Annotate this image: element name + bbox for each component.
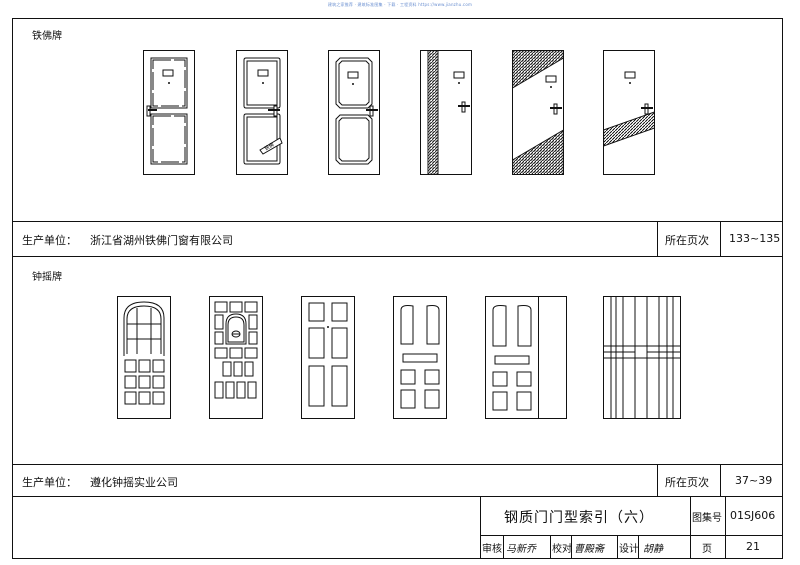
titleblock-left-line — [480, 496, 481, 559]
door-tiefo-3 — [328, 50, 380, 175]
section1-page-range: 133~135 — [729, 232, 781, 245]
titleblock-sub-divider-e — [638, 535, 639, 559]
door-zhongyao-1 — [117, 296, 171, 419]
section2-producer-name: 遵化钟摇实业公司 — [90, 476, 178, 489]
section2-page-label: 所在页次 — [665, 476, 709, 489]
door-tiefo-2: 铁佛 — [236, 50, 288, 175]
section2-row-divider-1 — [657, 464, 658, 496]
section2-brand: 钟摇牌 — [32, 272, 62, 283]
door-tiefo-4 — [420, 50, 472, 175]
review-label: 审核 — [482, 544, 502, 555]
door-tiefo-6 — [603, 50, 655, 175]
atlas-number: 01SJ606 — [730, 509, 776, 522]
section2-page-range: 37~39 — [735, 474, 773, 487]
page-number: 21 — [746, 540, 760, 553]
atlas-label: 图集号 — [692, 513, 722, 524]
drawing-frame — [12, 18, 783, 559]
door-zhongyao-5 — [485, 296, 567, 419]
top-watermark-note: 建筑之家推荐 · 建筑标准图集 · 下载 · 工程资料 https://www.… — [327, 2, 473, 7]
titleblock-mid-line — [480, 535, 783, 536]
drawing-title: 钢质门门型索引（六） — [504, 510, 654, 526]
section2-row-top-line — [12, 464, 783, 465]
door-zhongyao-6 — [603, 296, 681, 419]
door-tiefo-5 — [512, 50, 564, 175]
door-tiefo-1 — [143, 50, 195, 175]
titleblock-sub-divider-c — [571, 535, 572, 559]
titleblock-sub-divider-d — [617, 535, 618, 559]
page-label: 页 — [702, 544, 712, 555]
section1-producer-name: 浙江省湖州铁佛门窗有限公司 — [90, 234, 233, 247]
design-signature: 胡静 — [643, 544, 663, 555]
section1-producer-label: 生产单位： — [22, 234, 77, 247]
titleblock-divider-1 — [690, 496, 691, 559]
section1-row-top-line — [12, 221, 783, 222]
titleblock-sub-divider-a — [503, 535, 504, 559]
svg-text:铁佛: 铁佛 — [263, 141, 275, 152]
section1-row-divider-1 — [657, 221, 658, 256]
titleblock-divider-2 — [725, 496, 726, 559]
titleblock-sub-divider-b — [550, 535, 551, 559]
section1-brand: 铁佛牌 — [32, 31, 62, 42]
check-label: 校对 — [552, 544, 572, 555]
section2-row-divider-2 — [720, 464, 721, 496]
section1-row-bottom-line — [12, 256, 783, 257]
section2-producer-label: 生产单位： — [22, 476, 77, 489]
section1-page-label: 所在页次 — [665, 234, 709, 247]
door-zhongyao-3 — [301, 296, 355, 419]
section1-row-divider-2 — [720, 221, 721, 256]
review-signature: 马新乔 — [506, 544, 536, 555]
design-label: 设计 — [619, 544, 639, 555]
door-zhongyao-4 — [393, 296, 447, 419]
section2-row-bottom-line — [12, 496, 783, 497]
check-signature: 曹殿斋 — [574, 544, 604, 555]
door-zhongyao-2 — [209, 296, 263, 419]
